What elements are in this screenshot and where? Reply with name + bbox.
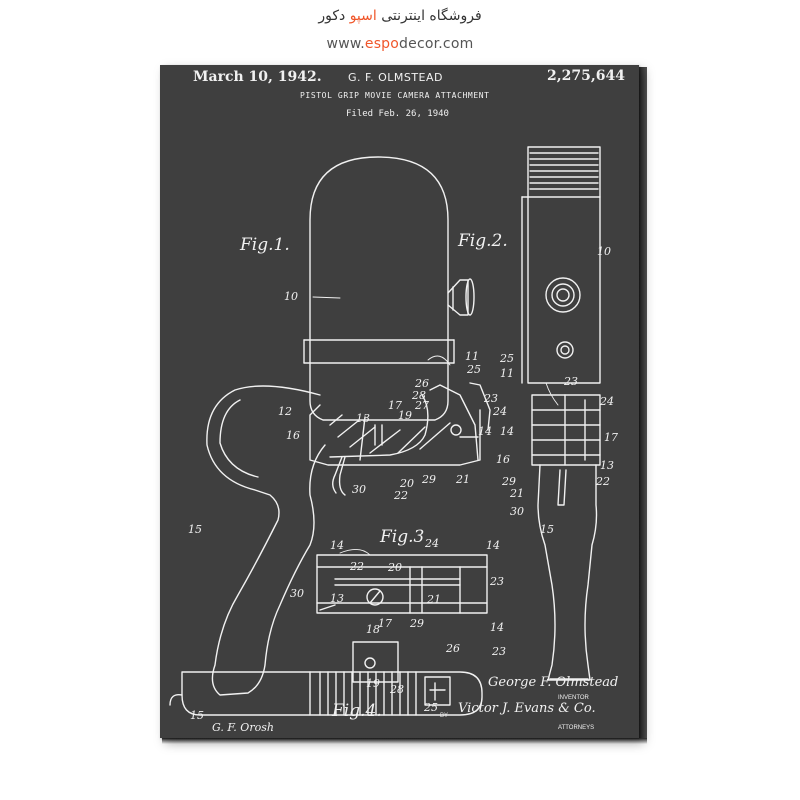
ref-numeral: 10	[597, 245, 611, 258]
ref-numeral: 14	[478, 425, 492, 438]
ref-numeral: 10	[284, 290, 298, 303]
ref-numeral: 23	[564, 375, 578, 388]
ref-numeral: 24	[600, 395, 614, 408]
fig1-label: Fig.1.	[240, 235, 290, 255]
inventor-header: G. F. OLMSTEAD	[348, 71, 443, 84]
patent-number: 2,275,644	[547, 68, 625, 84]
ref-numeral: 15	[540, 523, 554, 536]
url-suffix: decor.com	[399, 36, 473, 52]
ref-numeral: 13	[330, 592, 344, 605]
fig1-camera-body	[304, 157, 474, 420]
url-prefix: www.	[327, 36, 365, 52]
ref-numeral: 30	[510, 505, 524, 518]
ref-numeral: 15	[188, 523, 202, 536]
filed-date: Filed Feb. 26, 1940	[346, 109, 449, 119]
canvas-shadow	[162, 738, 647, 744]
ref-numeral: 21	[510, 487, 524, 500]
ref-numeral: 25	[467, 363, 481, 376]
attorneys-signature: Victor J. Evans & Co.	[458, 701, 596, 716]
attorneys-caption: ATTORNEYS	[558, 725, 594, 731]
ref-numeral: 12	[278, 405, 292, 418]
ref-numeral: 15	[190, 709, 204, 722]
ref-numeral: 18	[366, 623, 380, 636]
store-header: فروشگاه اینترنتی اسپو دکور www.espodecor…	[0, 0, 800, 62]
store-name-accent: اسپو	[350, 8, 377, 24]
canvas-edge	[639, 67, 647, 738]
ref-numeral: 11	[465, 350, 479, 363]
store-url[interactable]: www.espodecor.com	[0, 36, 800, 52]
witness-signature: G. F. Orosh	[212, 721, 274, 734]
ref-numeral: 23	[490, 575, 504, 588]
ref-numeral: 14	[486, 539, 500, 552]
ref-numeral: 30	[352, 483, 366, 496]
ref-numeral: 21	[456, 473, 470, 486]
patent-canvas-print: March 10, 1942. G. F. OLMSTEAD 2,275,644…	[160, 65, 639, 738]
ref-numeral: 14	[500, 425, 514, 438]
ref-numeral: 20	[388, 561, 402, 574]
fig2-label: Fig.2.	[458, 231, 508, 251]
ref-numeral: 23	[484, 392, 498, 405]
ref-numeral: 17	[378, 617, 392, 630]
ref-numeral: 27	[415, 399, 429, 412]
ref-numeral: 11	[500, 367, 514, 380]
store-name-tail: دکور	[318, 8, 349, 24]
ref-numeral: 14	[490, 621, 504, 634]
ref-numeral: 13	[356, 412, 370, 425]
ref-numeral: 17	[604, 431, 618, 444]
ref-numeral: 22	[596, 475, 610, 488]
ref-numeral: 22	[350, 560, 364, 573]
by-caption: BY	[440, 713, 448, 719]
ref-numeral: 26	[446, 642, 460, 655]
ref-numeral: 23	[492, 645, 506, 658]
store-name-main: فروشگاه اینترنتی	[377, 8, 482, 24]
ref-numeral: 25	[424, 701, 438, 714]
ref-numeral: 21	[427, 593, 441, 606]
ref-numeral: 24	[493, 405, 507, 418]
store-name: فروشگاه اینترنتی اسپو دکور	[0, 8, 800, 24]
ref-numeral: 16	[286, 429, 300, 442]
patent-date: March 10, 1942.	[193, 69, 322, 85]
url-accent: espo	[365, 36, 399, 52]
ref-numeral: 29	[410, 617, 424, 630]
ref-numeral: 19	[398, 409, 412, 422]
patent-title: PISTOL GRIP MOVIE CAMERA ATTACHMENT	[300, 91, 490, 100]
ref-numeral: 16	[496, 453, 510, 466]
fig2-side-view	[522, 147, 600, 680]
ref-numeral: 19	[366, 677, 380, 690]
ref-numeral: 14	[330, 539, 344, 552]
ref-numeral: 29	[422, 473, 436, 486]
ref-numeral: 24	[425, 537, 439, 550]
ref-numeral: 28	[390, 683, 404, 696]
fig3-label: Fig.3	[380, 527, 424, 547]
inventor-signature: George F. Olmstead	[488, 675, 618, 690]
ref-numeral: 13	[600, 459, 614, 472]
ref-numeral: 30	[290, 587, 304, 600]
fig4-label: Fig.4.	[332, 701, 382, 721]
ref-numeral: 25	[500, 352, 514, 365]
ref-numeral: 22	[394, 489, 408, 502]
